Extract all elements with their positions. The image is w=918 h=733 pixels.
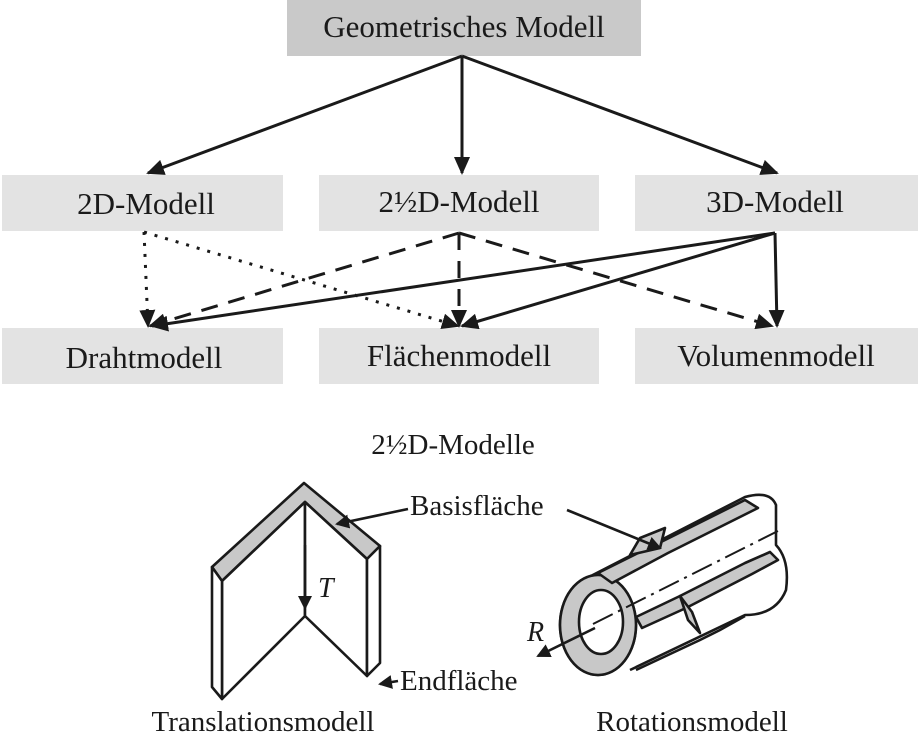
edge-3d-to-flaechen [460,231,776,330]
target-node-volumen-label: Volumenmodell [677,338,874,373]
edge-root-to-2d [146,54,463,175]
translation-left-edge [210,565,224,701]
rotation-radius-arrow [536,626,596,658]
basis-label: Basisfläche [410,490,544,522]
category-node-2half: 2½D-Modell [319,175,599,231]
rotation-axis [592,529,781,625]
edge-3d-to-volumen [768,232,785,328]
category-node-3d-box [635,175,918,231]
category-node-2d-label: 2D-Modell [77,186,215,221]
end-pointer [378,675,399,689]
translation-model-drawing: T [210,481,409,701]
translation-vector-label: T [318,573,336,604]
rotation-lower-ridge [634,550,780,630]
basis-pointer-left [335,507,409,529]
rotation-model-drawing: R [526,493,789,677]
translation-caption: Translationsmodell [152,706,375,733]
target-node-volumen: Volumenmodell [635,328,918,384]
rotation-caption: Rotationsmodell [596,706,788,733]
translation-right-edge [365,544,382,678]
rotation-body-lower-line [635,614,746,672]
root-node: Geometrisches Modell [287,0,641,56]
edge-2half-to-draht [148,231,460,330]
category-node-2d-box [2,175,283,231]
root-node-box [287,0,641,56]
edge-2d-to-flaechen [143,230,460,330]
category-node-2half-box [319,175,599,231]
target-node-draht-box [2,328,283,384]
edge-2d-to-draht [139,231,156,328]
target-node-volumen-box [635,328,918,384]
rotation-notch-bottom [678,594,702,635]
category-node-2half-label: 2½D-Modell [378,184,539,219]
edge-root-to-3d [461,54,779,175]
target-node-flaechen: Flächenmodell [319,328,599,384]
target-node-draht-label: Drahtmodell [66,340,223,375]
edge-3d-to-draht [150,231,776,332]
target-node-flaechen-box [319,328,599,384]
category-node-2d: 2D-Modell [2,175,283,231]
root-node-label: Geometrisches Modell [323,9,605,44]
rotation-radius-label: R [526,617,544,648]
rotation-inner-hole [577,588,625,656]
end-label: Endfläche [400,665,518,697]
category-node-3d: 3D-Modell [635,175,918,231]
target-node-flaechen-label: Flächenmodell [367,338,551,373]
basis-pointer-right [566,508,662,550]
category-node-3d-label: 3D-Modell [706,184,844,219]
illustration-title: 2½D-Modelle [371,429,535,461]
target-node-draht: Drahtmodell [2,328,283,384]
